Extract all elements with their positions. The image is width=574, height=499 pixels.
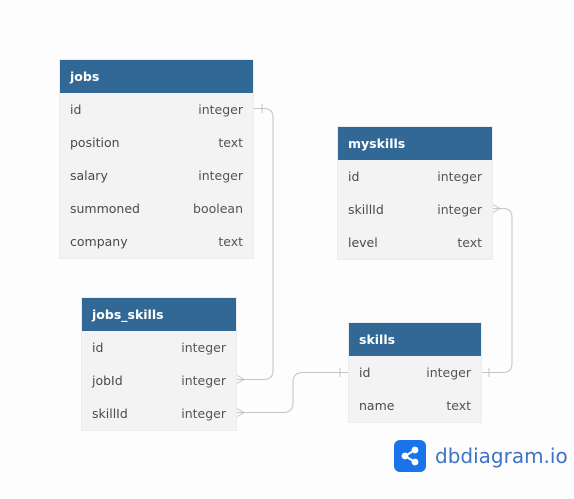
column-name: skillId	[92, 406, 128, 421]
column-name: skillId	[348, 202, 384, 217]
crowfoot-marker	[235, 374, 246, 385]
table-title[interactable]: myskills	[338, 127, 492, 160]
column-type: integer	[181, 340, 226, 355]
column-type: text	[457, 235, 482, 250]
column-name: position	[70, 135, 120, 150]
table-row[interactable]: skillId integer	[82, 397, 236, 430]
column-name: summoned	[70, 201, 140, 216]
table-title[interactable]: jobs_skills	[82, 298, 236, 331]
table-row[interactable]: level text	[338, 226, 492, 259]
column-name: name	[359, 398, 395, 413]
table-myskills[interactable]: myskills id integer skillId integer leve…	[338, 127, 492, 259]
table-row[interactable]: id integer	[349, 356, 481, 389]
table-row[interactable]: position text	[60, 126, 253, 159]
table-row[interactable]: id integer	[60, 93, 253, 126]
table-row[interactable]: salary integer	[60, 159, 253, 192]
brand-name: dbdiagram.io	[435, 444, 568, 468]
table-skills[interactable]: skills id integer name text	[349, 323, 481, 422]
column-type: integer	[437, 202, 482, 217]
column-name: id	[359, 365, 371, 380]
column-name: company	[70, 234, 128, 249]
table-row[interactable]: id integer	[338, 160, 492, 193]
table-row[interactable]: jobId integer	[82, 364, 236, 397]
table-jobs[interactable]: jobs id integer position text salary int…	[60, 60, 253, 258]
column-type: boolean	[193, 201, 243, 216]
column-type: integer	[181, 406, 226, 421]
table-jobs-skills[interactable]: jobs_skills id integer jobId integer ski…	[82, 298, 236, 430]
column-type: text	[218, 234, 243, 249]
brand-watermark[interactable]: dbdiagram.io	[394, 440, 568, 472]
column-name: jobId	[92, 373, 123, 388]
table-title[interactable]: skills	[349, 323, 481, 356]
column-name: id	[348, 169, 360, 184]
table-row[interactable]: name text	[349, 389, 481, 422]
crowfoot-marker	[235, 407, 246, 418]
table-row[interactable]: id integer	[82, 331, 236, 364]
table-row[interactable]: skillId integer	[338, 193, 492, 226]
column-name: id	[92, 340, 104, 355]
column-type: integer	[198, 102, 243, 117]
column-name: level	[348, 235, 378, 250]
column-name: id	[70, 102, 82, 117]
column-type: integer	[198, 168, 243, 183]
column-type: integer	[426, 365, 471, 380]
column-type: text	[446, 398, 471, 413]
crowfoot-marker	[491, 203, 502, 214]
table-title[interactable]: jobs	[60, 60, 253, 93]
share-nodes-icon	[394, 440, 426, 472]
column-type: text	[218, 135, 243, 150]
relationship-skillid-to-skills-id[interactable]	[236, 372, 349, 413]
table-row[interactable]: company text	[60, 225, 253, 258]
table-row[interactable]: summoned boolean	[60, 192, 253, 225]
column-type: integer	[437, 169, 482, 184]
column-type: integer	[181, 373, 226, 388]
column-name: salary	[70, 168, 108, 183]
